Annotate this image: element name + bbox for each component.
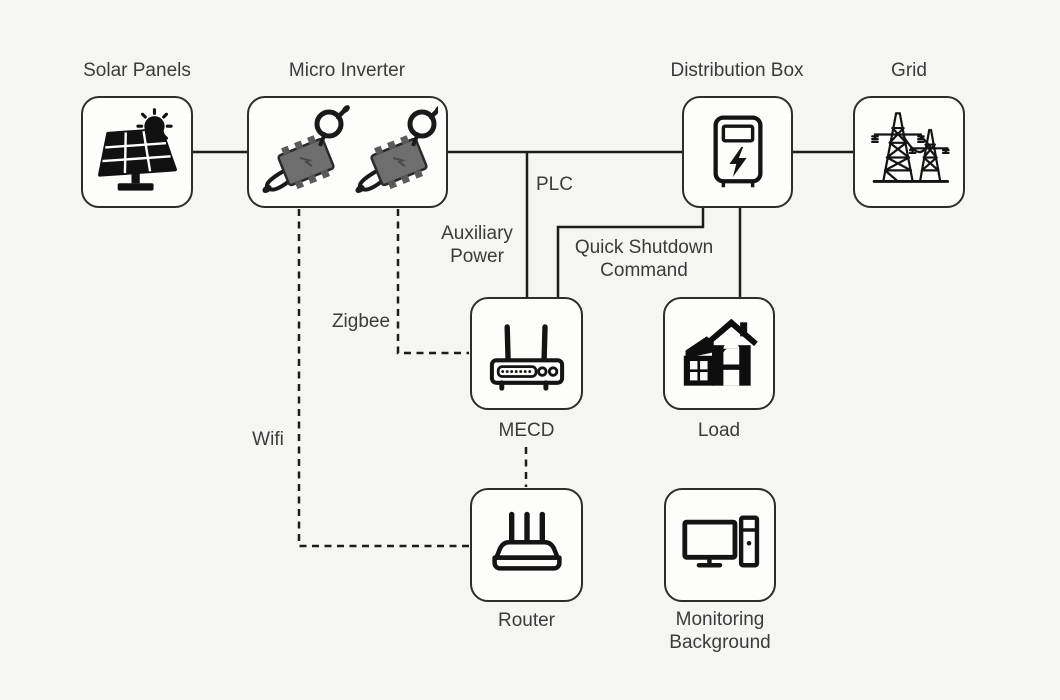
node-micro-inverter (247, 96, 448, 208)
solar-panel-icon (98, 108, 177, 191)
label-plc: PLC (536, 174, 573, 195)
label-auxiliary-power: Auxiliary Power (441, 223, 513, 267)
title-solar-panels: Solar Panels (83, 60, 191, 81)
line-wifi-dashed (297, 209, 469, 548)
node-distribution-box (682, 96, 793, 208)
line-zigbee-dashed (396, 209, 469, 355)
label-router: Router (497, 610, 556, 631)
label-zigbee: Zigbee (331, 311, 391, 332)
title-distribution-box: Distribution Box (670, 60, 804, 81)
node-mecd (470, 297, 583, 410)
electric-meter-icon (712, 115, 763, 188)
label-quick-shutdown-command: Quick Shutdown Command (574, 237, 714, 281)
label-load: Load (697, 420, 741, 441)
node-solar-panels (81, 96, 193, 208)
transmission-tower-icon (871, 112, 950, 183)
title-micro-inverter: Micro Inverter (288, 60, 406, 81)
modem-icon (489, 323, 564, 391)
title-grid: Grid (891, 60, 927, 81)
label-wifi: Wifi (252, 429, 284, 450)
house-icon (683, 318, 758, 386)
micro-inverter-icon (261, 104, 438, 200)
node-grid (853, 96, 965, 208)
node-router (470, 488, 583, 602)
node-load (663, 297, 775, 410)
desktop-computer-icon (682, 515, 760, 568)
label-mecd: MECD (498, 420, 555, 441)
node-monitoring-background (664, 488, 776, 602)
label-monitoring-background: Monitoring Background (669, 609, 771, 653)
router-icon (491, 511, 562, 571)
line-quick-shutdown (556, 208, 705, 297)
